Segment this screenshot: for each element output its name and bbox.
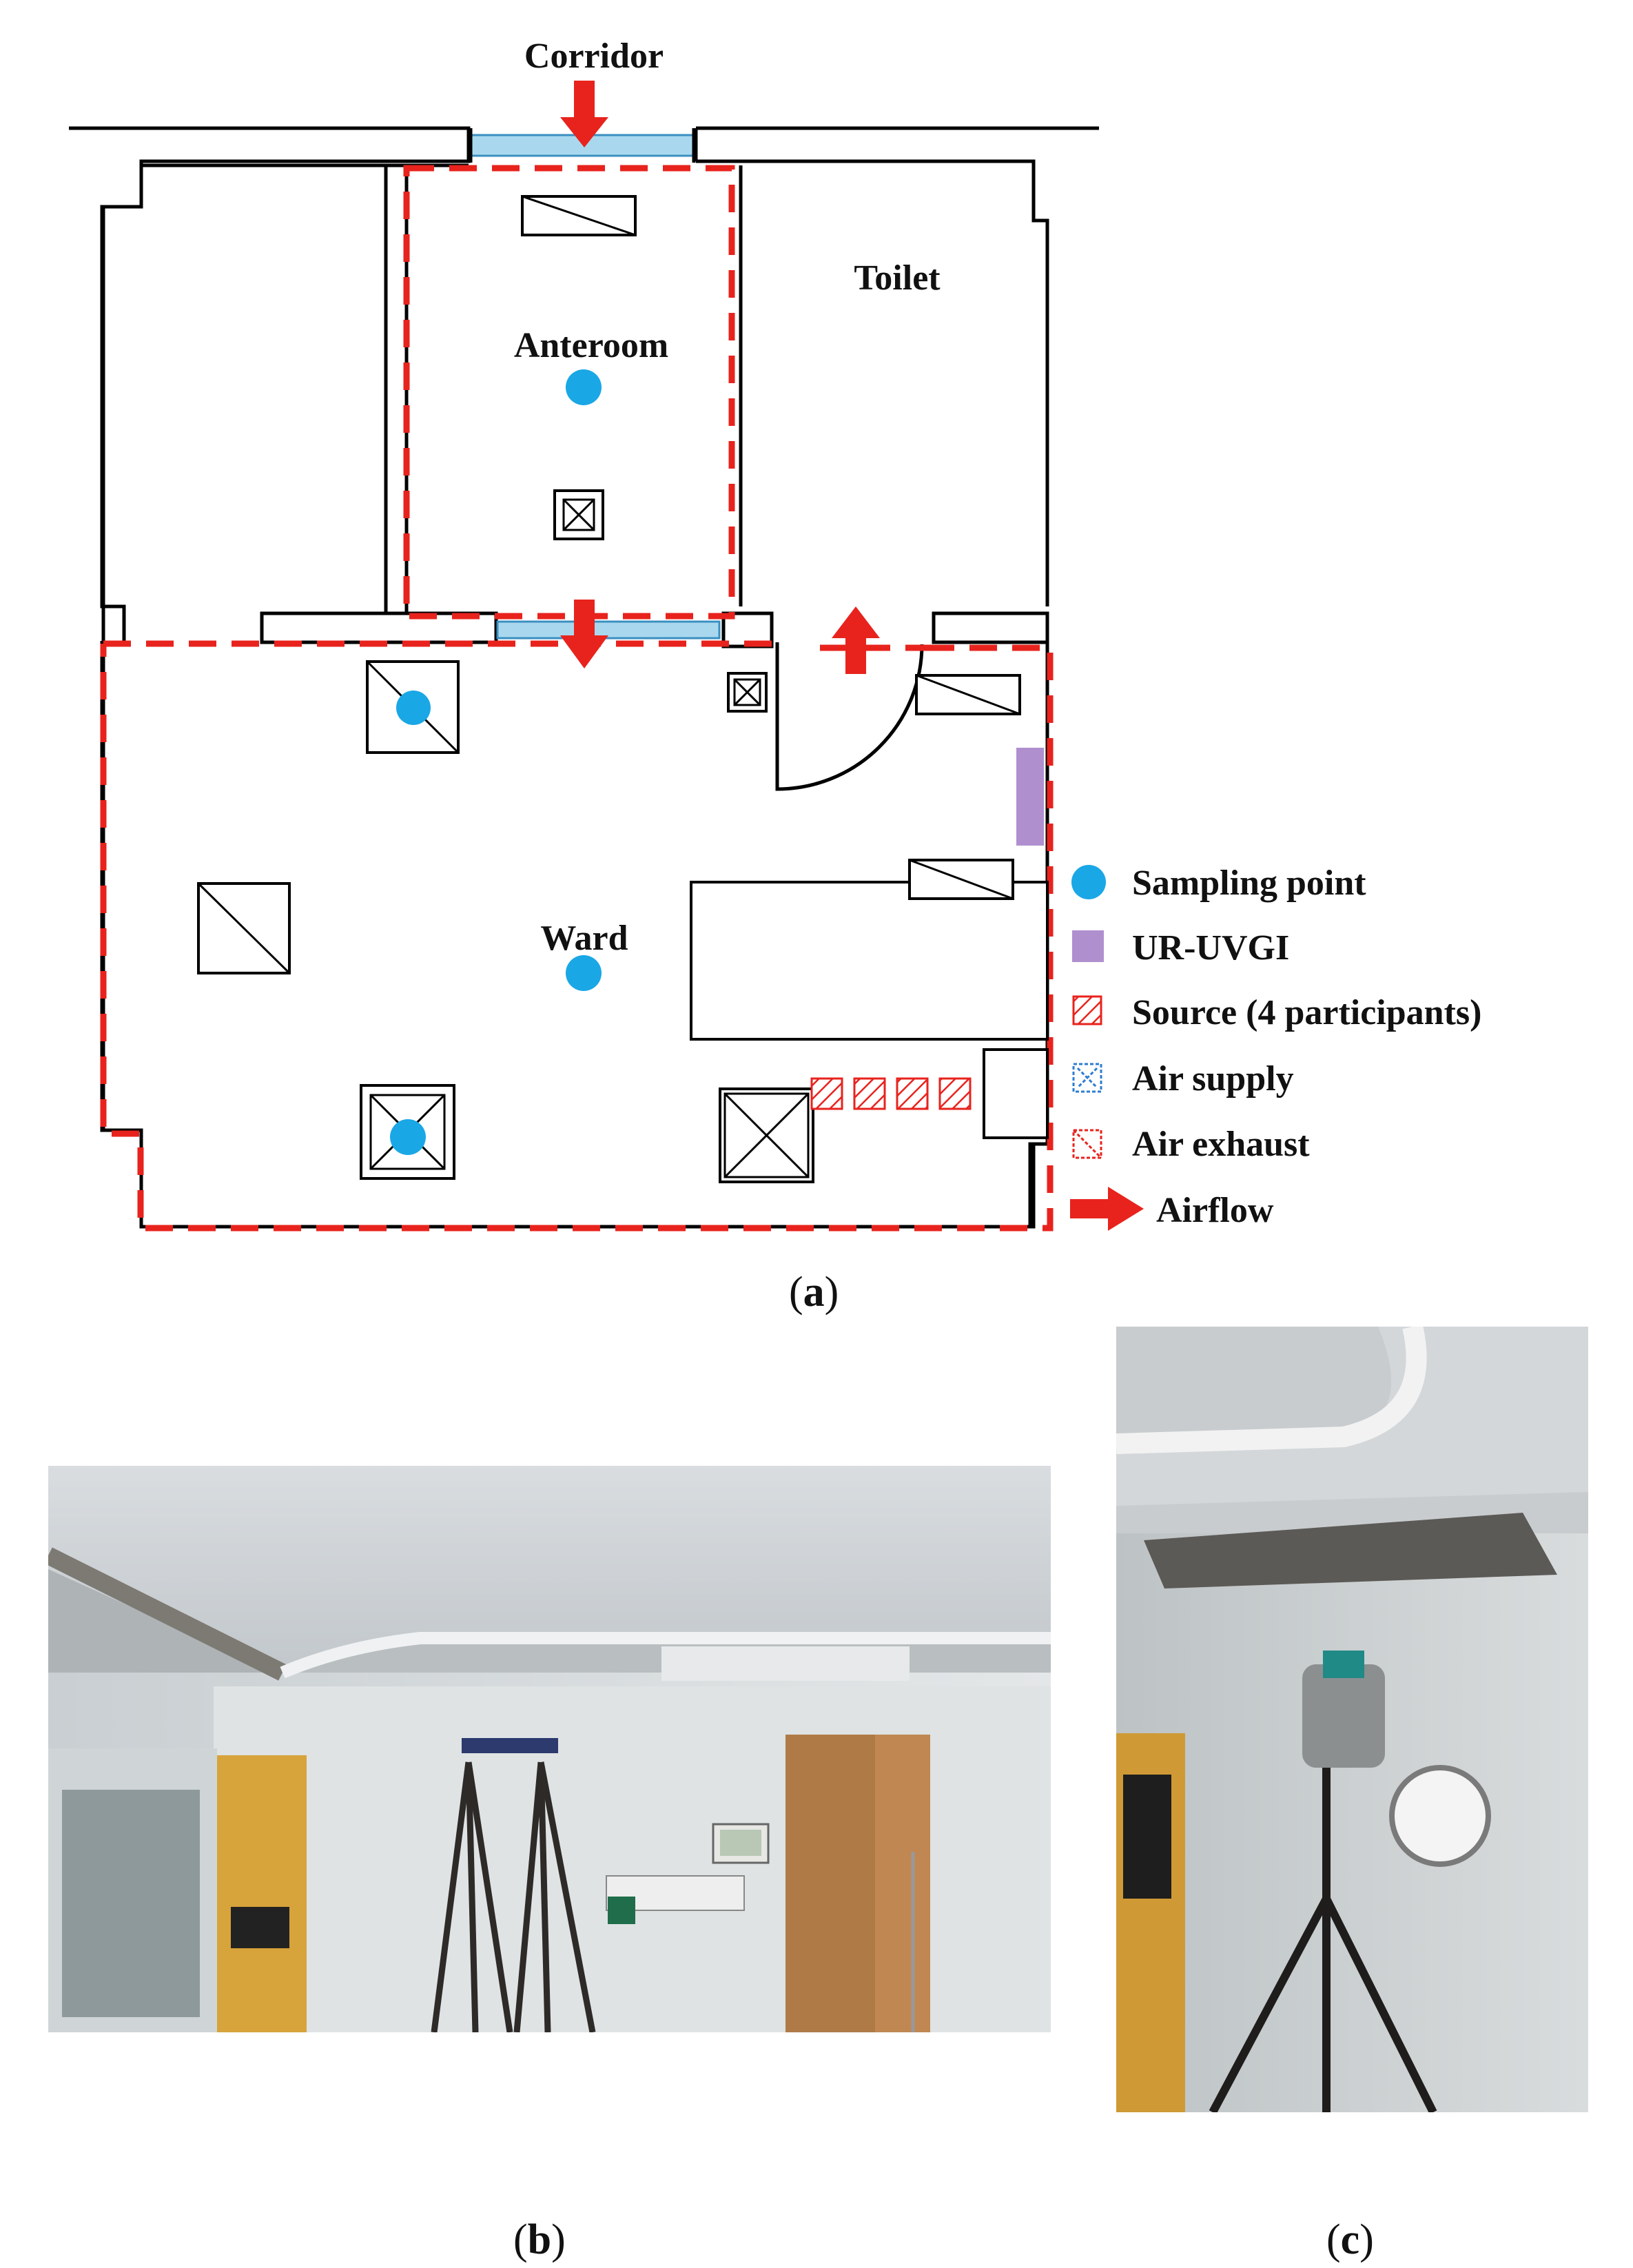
- source-icon: [1072, 995, 1102, 1025]
- uvgi-icon: [1072, 930, 1104, 962]
- left-room-walls: [100, 131, 471, 641]
- bed-exhaust-grille: [908, 859, 1014, 900]
- ward-pressure-boundary: [100, 640, 1054, 1232]
- ward-exhaust-grille-left: [197, 882, 291, 974]
- toilet-walls: [696, 159, 1049, 606]
- ward-small-supply-diffuser: [727, 672, 768, 713]
- caption-a: (a): [789, 1269, 839, 1316]
- ward-photo: [48, 1466, 1051, 2032]
- air-exhaust-icon: [1072, 1129, 1102, 1159]
- floor-plan-diagram: Corridor Anteroom Toilet Ward Sampling p…: [69, 37, 1481, 1232]
- sampling-point-ward-top: [396, 691, 431, 725]
- ward-exhaust-grille-door: [915, 674, 1021, 715]
- legend-label-exhaust: Air exhaust: [1132, 1125, 1310, 1164]
- legend-label-uvgi: UR-UVGI: [1132, 928, 1289, 968]
- anteroom-exhaust-grille: [521, 195, 637, 236]
- legend: Sampling point UR-UVGI Source (4 partici…: [1070, 864, 1481, 1231]
- corridor-wall-slab-left: [69, 128, 469, 161]
- airflow-arrow-ward-to-toilet: [832, 606, 880, 674]
- anteroom-label: Anteroom: [514, 326, 668, 365]
- toilet-label: Toilet: [854, 258, 941, 298]
- sampling-point-icon: [1071, 865, 1106, 899]
- airflow-arrow-anteroom-to-ward: [560, 600, 608, 668]
- uvgi-unit: [1016, 748, 1044, 846]
- airflow-arrow-icon: [1070, 1187, 1144, 1231]
- sampling-point-ward-bottom: [390, 1119, 426, 1155]
- legend-label-supply: Air supply: [1132, 1059, 1294, 1099]
- caption-c: (c): [1326, 2216, 1374, 2263]
- sampling-point-ward-center: [566, 955, 602, 991]
- legend-label-source: Source (4 participants): [1132, 993, 1481, 1032]
- patient-bed: [690, 881, 1049, 1041]
- ward-supply-diffuser-bottom-right: [719, 1087, 814, 1183]
- toilet-right-wall-slab: [932, 611, 1049, 644]
- legend-label-airflow: Airflow: [1156, 1191, 1274, 1230]
- legend-label-sampling: Sampling point: [1132, 864, 1366, 903]
- bedside-cabinet: [983, 1048, 1049, 1139]
- corridor-label: Corridor: [524, 37, 664, 76]
- ward-label: Ward: [540, 919, 628, 958]
- anteroom-supply-diffuser: [553, 489, 604, 540]
- anteroom-ward-glass-door: [496, 620, 721, 640]
- air-supply-icon: [1072, 1063, 1102, 1093]
- airflow-arrow-corridor: [560, 81, 608, 147]
- sampling-point-anteroom: [566, 369, 602, 405]
- caption-b: (b): [513, 2216, 566, 2263]
- sampler-photo: [1116, 1327, 1588, 2112]
- source-participants: [810, 1077, 972, 1110]
